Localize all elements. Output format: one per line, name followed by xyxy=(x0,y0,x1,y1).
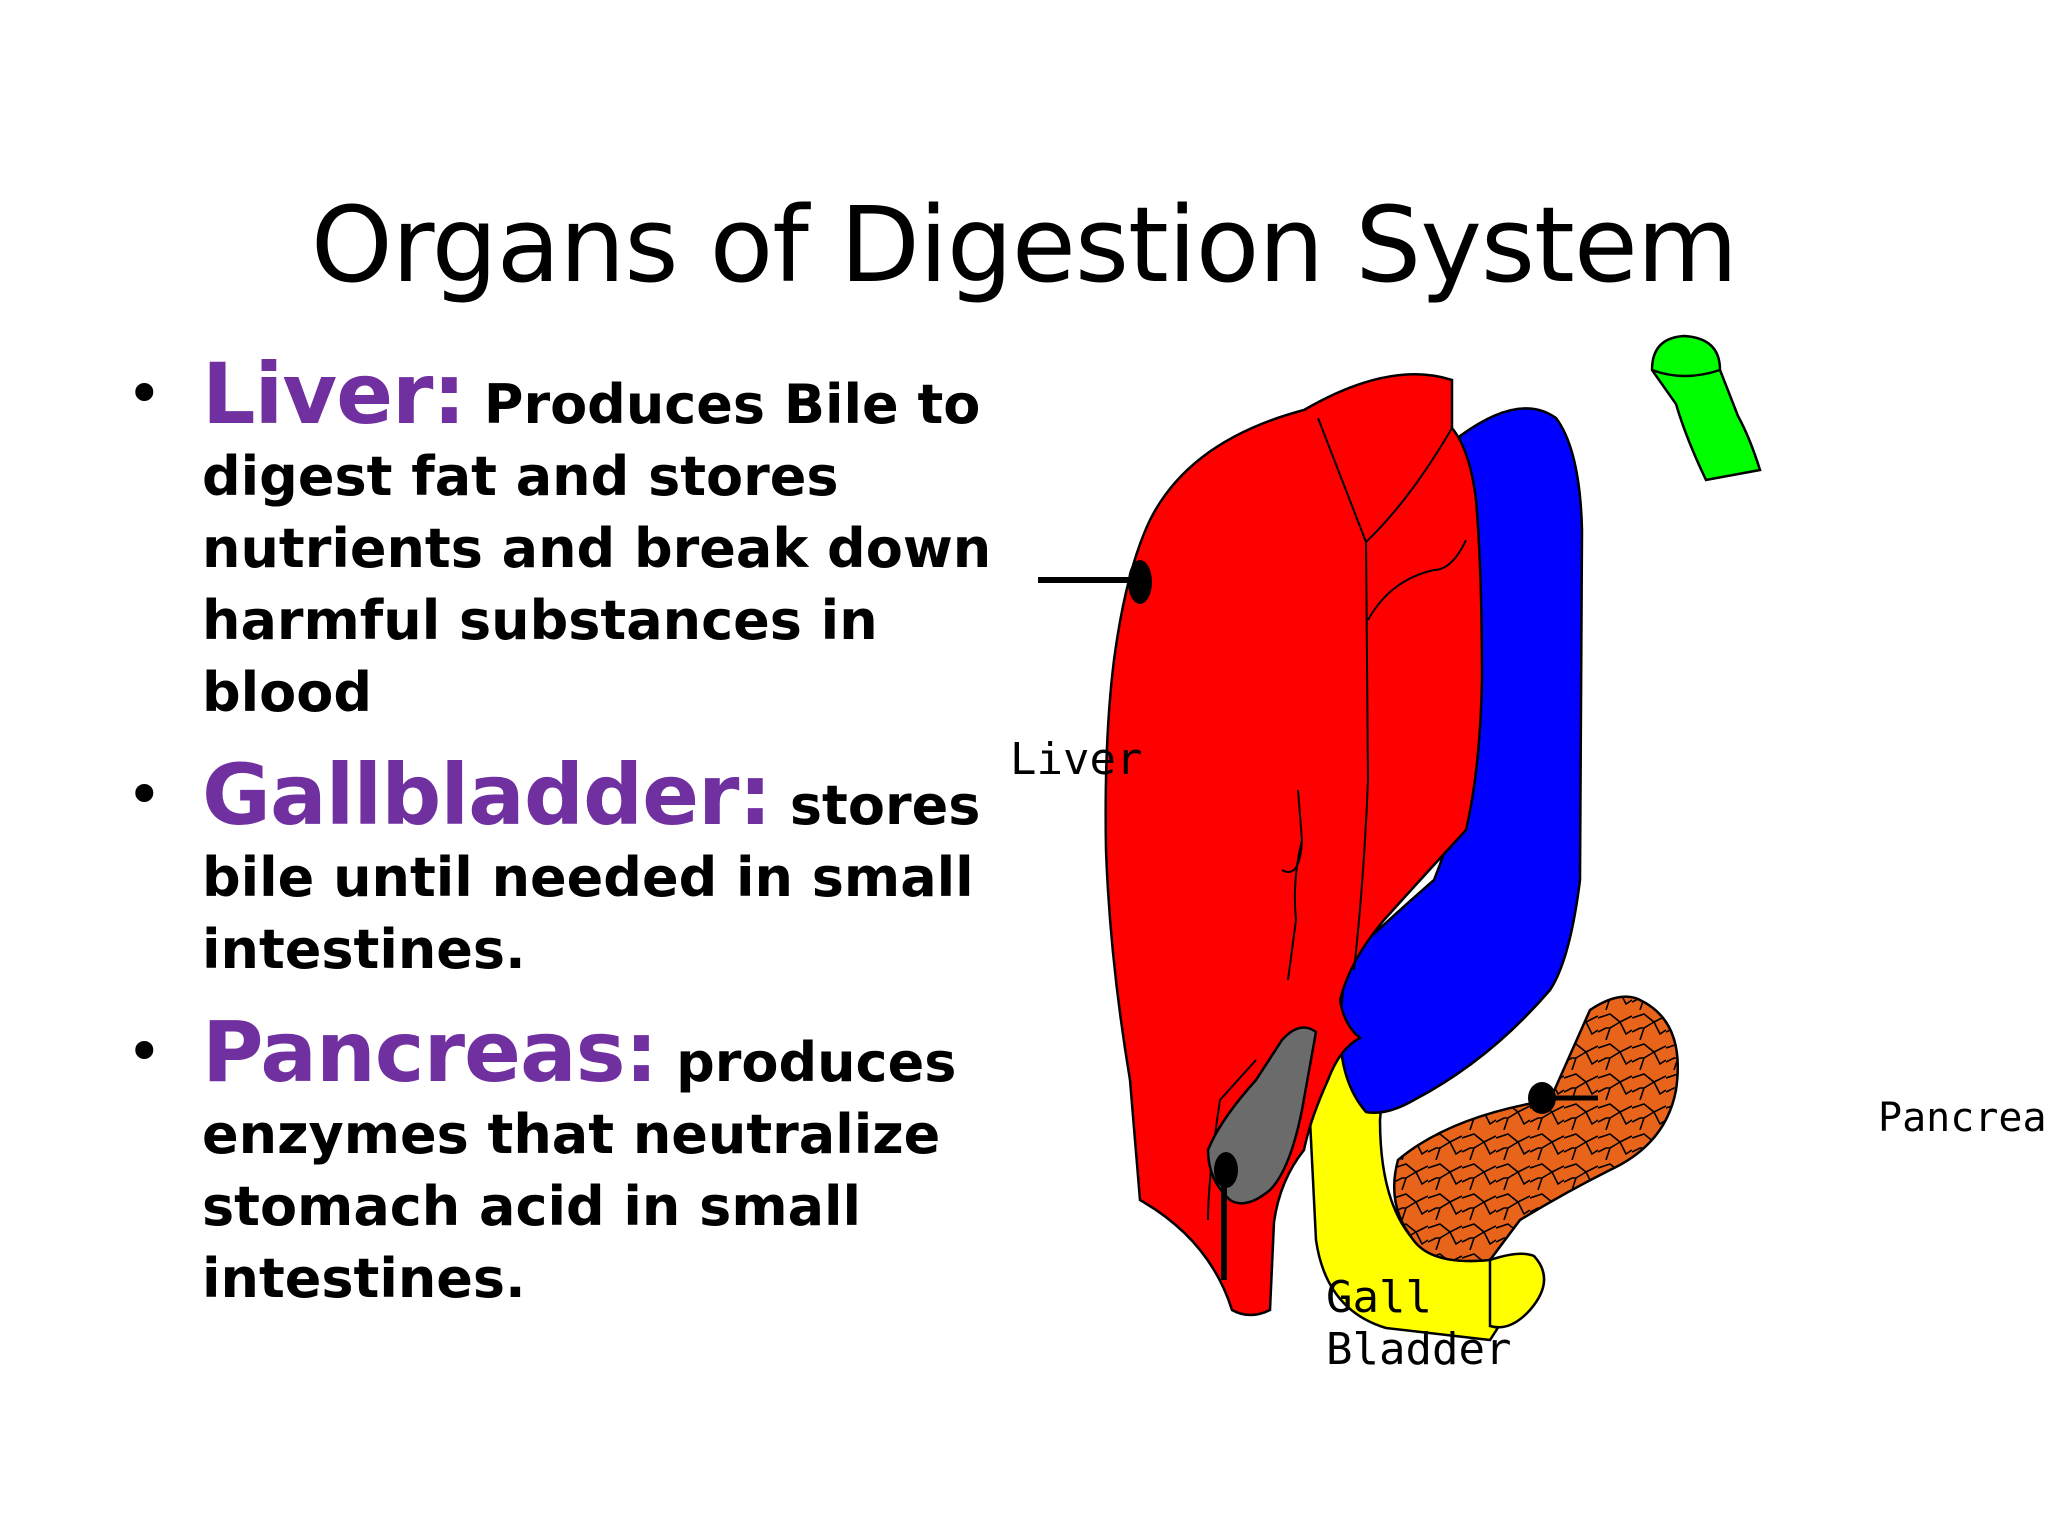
bullet-dot-icon: • xyxy=(126,758,163,831)
bullet-pancreas: • Pancreas: produces enzymes that neutra… xyxy=(120,1010,1000,1315)
organs-illustration xyxy=(1038,334,1762,1342)
esophagus-shape xyxy=(1650,334,1762,482)
liver-pointer-dot xyxy=(1128,560,1152,604)
term-liver: Liver: xyxy=(202,345,466,443)
label-pancreas: Pancreas xyxy=(1878,1095,2048,1141)
esophagus-ring xyxy=(1651,368,1721,378)
bullet-gallbladder: • Gallbladder: stores bile until needed … xyxy=(120,753,1000,986)
label-gall: Gall xyxy=(1326,1272,1432,1323)
description-pancreas: produces enzymes that neutralize stomach… xyxy=(202,1031,957,1310)
bullet-list: • Liver: Produces Bile to digest fat and… xyxy=(120,352,1000,1345)
digestive-organs-diagram: Liver Gall Bladder Pancreas xyxy=(1010,320,2048,1380)
duodenum-shape-tail xyxy=(1488,1252,1546,1329)
term-pancreas: Pancreas: xyxy=(202,1003,658,1101)
liver-shape xyxy=(1104,373,1484,1317)
slide-title: Organs of Digestion System xyxy=(310,183,1738,306)
bullet-dot-icon: • xyxy=(126,1015,163,1088)
description-liver: Produces Bile to digest fat and stores n… xyxy=(202,373,992,724)
gallbladder-pointer-dot xyxy=(1214,1152,1238,1188)
liver-vessel-lines xyxy=(1207,417,1467,1221)
description-gallbladder: stores bile until needed in small intest… xyxy=(202,774,981,981)
bullet-dot-icon: • xyxy=(126,357,163,430)
term-gallbladder: Gallbladder: xyxy=(202,746,772,844)
pancreas-pointer-dot xyxy=(1528,1082,1556,1114)
label-liver: Liver xyxy=(1010,734,1143,785)
label-bladder: Bladder xyxy=(1326,1324,1512,1375)
bullet-liver: • Liver: Produces Bile to digest fat and… xyxy=(120,352,1000,729)
